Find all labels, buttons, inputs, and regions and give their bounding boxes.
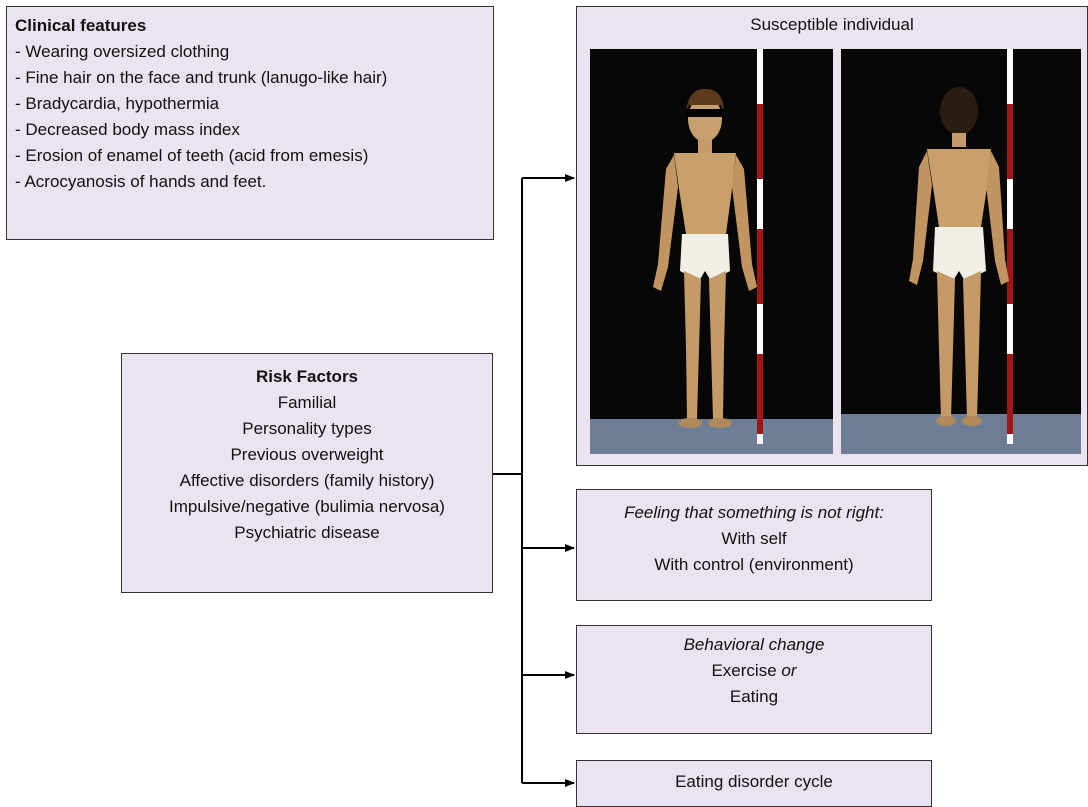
clinical-features-box: Clinical features - Wearing oversized cl… — [6, 6, 494, 240]
clinical-features-title: Clinical features — [15, 13, 493, 39]
feeling-item: With self — [577, 526, 931, 552]
behavior-line-eating: Eating — [577, 684, 931, 710]
feeling-title: Feeling that something is not right: — [577, 500, 931, 526]
front-figure-illustration — [590, 49, 833, 454]
behavior-or-text: or — [781, 661, 796, 680]
risk-factor-item: Psychiatric disease — [122, 520, 492, 546]
eating-disorder-cycle-title: Eating disorder cycle — [577, 769, 931, 795]
behavior-exercise-text: Exercise — [711, 661, 776, 680]
clinical-feature-item: - Erosion of enamel of teeth (acid from … — [15, 143, 493, 169]
patient-front-photo — [590, 49, 833, 454]
clinical-feature-item: - Decreased body mass index — [15, 117, 493, 143]
risk-factor-item: Familial — [122, 390, 492, 416]
clinical-feature-item: - Wearing oversized clothing — [15, 39, 493, 65]
risk-factors-title: Risk Factors — [122, 364, 492, 390]
clinical-feature-item: - Fine hair on the face and trunk (lanug… — [15, 65, 493, 91]
risk-factor-item: Affective disorders (family history) — [122, 468, 492, 494]
feeling-box: Feeling that something is not right: Wit… — [576, 489, 932, 601]
susceptible-individual-box: Susceptible individual — [576, 6, 1088, 466]
clinical-feature-item: - Bradycardia, hypothermia — [15, 91, 493, 117]
eating-disorder-cycle-box: Eating disorder cycle — [576, 760, 932, 807]
behavior-line-exercise: Exercise or — [577, 658, 931, 684]
susceptible-individual-title: Susceptible individual — [577, 7, 1087, 43]
behavioral-change-title: Behavioral change — [577, 632, 931, 658]
risk-factor-item: Personality types — [122, 416, 492, 442]
feeling-item: With control (environment) — [577, 552, 931, 578]
back-figure-illustration — [841, 49, 1081, 454]
clinical-feature-item: - Acrocyanosis of hands and feet. — [15, 169, 493, 195]
risk-factor-item: Previous overweight — [122, 442, 492, 468]
risk-factor-item: Impulsive/negative (bulimia nervosa) — [122, 494, 492, 520]
behavioral-change-box: Behavioral change Exercise or Eating — [576, 625, 932, 734]
patient-back-photo — [841, 49, 1081, 454]
risk-factors-box: Risk Factors Familial Personality types … — [121, 353, 493, 593]
